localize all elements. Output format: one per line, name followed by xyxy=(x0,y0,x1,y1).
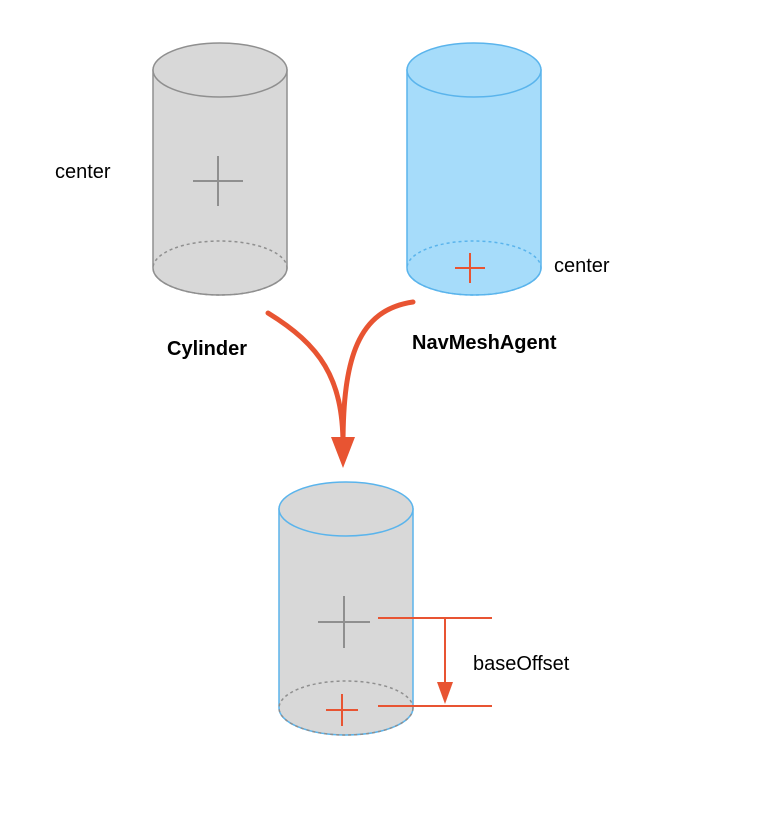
cylinder-bottom-dashed-edge xyxy=(152,240,288,296)
result-top-cap xyxy=(278,481,414,537)
agent-center-label: center xyxy=(554,255,610,277)
result-cylinder-center-cross xyxy=(318,596,370,648)
merge-arrow-from-agent xyxy=(340,299,416,448)
cylinder-name-label: Cylinder xyxy=(167,338,247,360)
cylinder-body xyxy=(152,69,288,296)
agent-shape xyxy=(406,42,542,296)
cylinder-center-cross xyxy=(193,156,243,206)
base-offset-dimension xyxy=(378,617,492,707)
base-offset-arrowhead xyxy=(437,682,453,704)
agent-name-label: NavMeshAgent xyxy=(412,332,557,354)
agent-body xyxy=(406,69,542,296)
result-agent-center-cross xyxy=(326,694,358,726)
cylinder-center-label: center xyxy=(55,161,111,183)
merge-arrowhead xyxy=(331,437,355,468)
cylinder-top-cap xyxy=(152,42,288,98)
base-offset-label: baseOffset xyxy=(473,653,570,675)
merge-arrow-from-cylinder xyxy=(265,310,346,448)
result-bottom-dashed-edge xyxy=(278,680,414,736)
agent-center-cross xyxy=(455,253,485,283)
result-shape xyxy=(278,481,414,736)
agent-top-cap xyxy=(406,42,542,98)
agent-bottom-dashed-edge xyxy=(406,240,542,296)
cylinder-shape xyxy=(152,42,288,296)
